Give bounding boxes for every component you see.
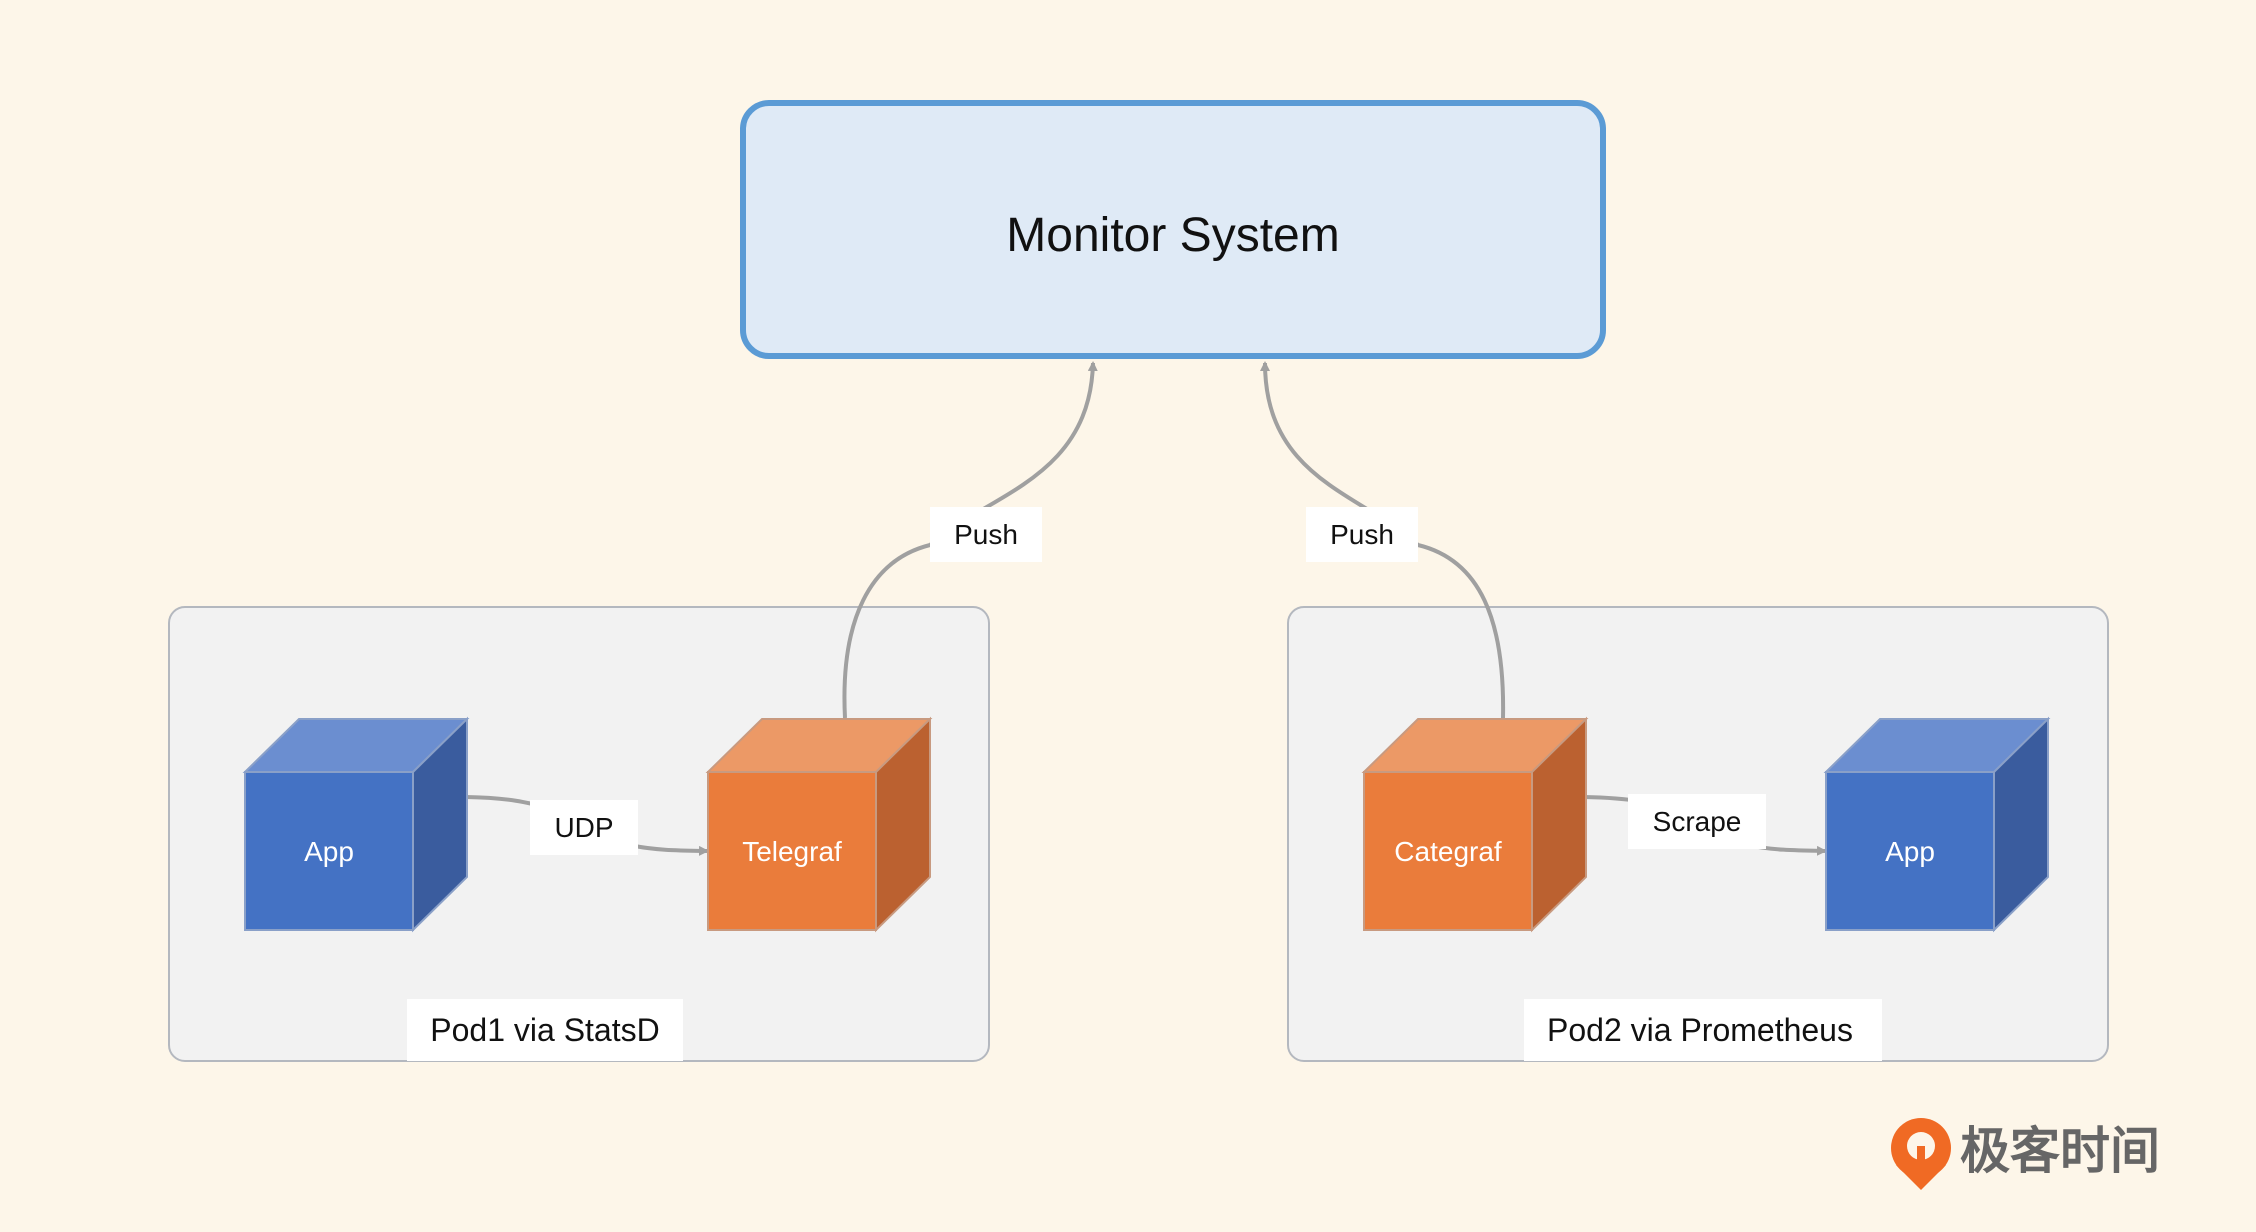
pod2-categraf-cube: Categraf <box>1361 716 1589 933</box>
geektime-logo: 极客时间 <box>1891 1118 2160 1190</box>
pod2-push-edge-label: Push <box>1306 507 1418 562</box>
pod2-categraf-label: Categraf <box>1394 836 1502 867</box>
udp-edge-label: UDP <box>530 800 638 855</box>
geektime-logo-text: 极客时间 <box>1960 1122 2160 1180</box>
pod2-app-label: App <box>1885 836 1935 867</box>
pod1-app-cube: App <box>242 716 470 933</box>
pod1-caption: Pod1 via StatsD <box>407 999 683 1061</box>
udp-edge-text: UDP <box>554 812 613 843</box>
monitor-system-title: Monitor System <box>1006 209 1339 262</box>
geektime-logo-icon <box>1891 1118 1951 1190</box>
pod1-caption-text: Pod1 via StatsD <box>430 1012 659 1048</box>
pod2-caption: Pod2 via Prometheus <box>1524 999 1882 1061</box>
pod1-telegraf-cube: Telegraf <box>705 716 933 933</box>
scrape-edge-label: Scrape <box>1628 794 1766 849</box>
pod2-caption-text: Pod2 via Prometheus <box>1547 1012 1853 1048</box>
pod1-push-edge-text: Push <box>954 519 1018 550</box>
pod1-push-edge-label: Push <box>930 507 1042 562</box>
pod2-app-cube: App <box>1823 716 2051 933</box>
pod2-push-edge-text: Push <box>1330 519 1394 550</box>
scrape-edge-text: Scrape <box>1653 806 1742 837</box>
monitor-system-box <box>740 100 1606 359</box>
pod1-telegraf-label: Telegraf <box>742 836 842 867</box>
pod1-app-label: App <box>304 836 354 867</box>
